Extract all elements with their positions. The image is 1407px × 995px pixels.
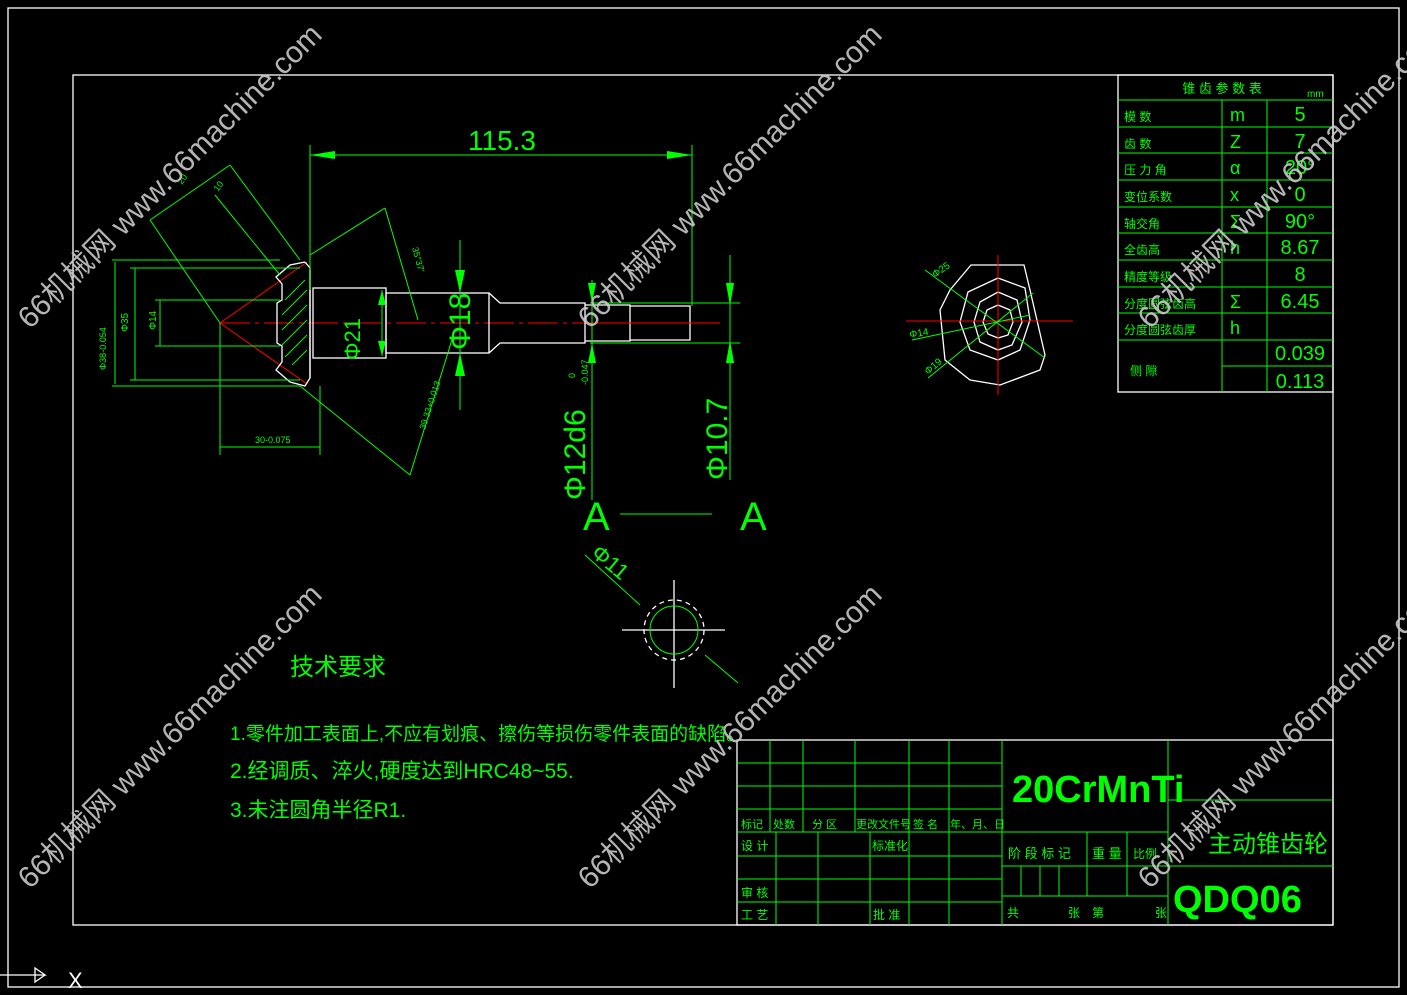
param-value: 8 — [1294, 264, 1305, 286]
dim-20: 20 — [175, 172, 189, 186]
param-name: 轴交角 — [1124, 216, 1160, 231]
dim-d10-7: Φ10.7 — [701, 398, 734, 480]
gear-main-view: 115.3 Φ18 Φ21 Φ12d6 -0.047 0 Φ10.7 A A Φ… — [98, 125, 767, 539]
drawing-number: QDQ06 — [1173, 879, 1302, 921]
note-item: 3.未注圆角半径R1. — [230, 799, 406, 822]
param-name: 压 力 角 — [1124, 163, 1167, 177]
param-name: 模 数 — [1124, 109, 1151, 124]
label-sheet-no: 第 — [1092, 906, 1104, 920]
backlash-max: 0.113 — [1276, 371, 1325, 393]
label-design: 设 计 — [741, 839, 768, 853]
dim-angle: 35°37' — [410, 246, 426, 273]
end-dim-d19: Φ19 — [923, 356, 945, 377]
note-item: 1.零件加工表面上,不应有划痕、擦伤等损伤零件表面的缺陷。 — [230, 723, 745, 745]
viewport-border — [7, 7, 1400, 988]
section-a-a: Φ11 — [584, 540, 739, 688]
technical-requirements: 技术要求 1.零件加工表面上,不应有划痕、擦伤等损伤零件表面的缺陷。 2.经调质… — [230, 654, 745, 822]
param-value: 6.45 — [1281, 291, 1320, 313]
section-label-left: A — [583, 495, 610, 539]
drawing-frame — [72, 74, 1334, 926]
dim-d21: Φ21 — [340, 318, 365, 360]
param-value: 20° — [1285, 157, 1315, 179]
label-scale: 比例 — [1133, 847, 1157, 861]
label-stage-mark: 阶 段 标 记 — [1008, 846, 1071, 861]
dim-d38: Φ38-0.054 — [98, 327, 108, 370]
label-process: 工 艺 — [741, 908, 768, 922]
end-dim-d14: Φ14 — [909, 327, 930, 341]
param-value: 8.67 — [1281, 237, 1320, 259]
backlash-min: 0.039 — [1275, 343, 1325, 365]
param-symbol: Z — [1230, 132, 1241, 152]
label-total: 共 — [1007, 906, 1019, 920]
dim-len39: 39.33+0.013 — [417, 380, 442, 431]
param-value: 5 — [1294, 104, 1305, 126]
svg-text:X: X — [68, 968, 83, 993]
note-item: 2.经调质、淬火,硬度达到HRC48~55. — [230, 760, 574, 783]
label-sheet-word: 张 — [1155, 906, 1167, 920]
param-symbol: h — [1230, 318, 1240, 338]
param-symbol: Σ — [1230, 212, 1241, 232]
label-sheets: 张 — [1068, 906, 1080, 920]
param-symbol: x — [1230, 185, 1239, 205]
param-table-unit: mm — [1307, 89, 1324, 100]
param-name: 分度圆弦齿高 — [1124, 296, 1196, 311]
param-name: 全齿高 — [1124, 242, 1160, 257]
material: 20CrMnTi — [1012, 769, 1184, 811]
section-label-right: A — [740, 495, 767, 539]
dim-d35: Φ35 — [120, 312, 131, 332]
watermark: 66机械网 www.66machine.com — [12, 18, 329, 335]
dim-10: 10 — [211, 179, 225, 193]
dim-d14: Φ14 — [148, 310, 159, 330]
notes-title: 技术要求 — [290, 654, 386, 681]
gear-end-view: Φ25 Φ14 Φ19 — [906, 255, 1073, 395]
dim-d12d6: Φ12d6 — [559, 409, 592, 500]
param-name: 齿 数 — [1124, 136, 1151, 151]
header-change-doc: 更改文件号 — [856, 817, 911, 831]
dim-total-length: 115.3 — [468, 125, 536, 156]
label-approve: 批 准 — [873, 907, 900, 922]
backlash-label: 侧 隙 — [1130, 364, 1157, 378]
label-weight: 重 量 — [1092, 846, 1122, 861]
dim-d18: Φ18 — [444, 293, 477, 350]
end-dim-d25: Φ25 — [930, 260, 952, 280]
param-name: 变位系数 — [1124, 189, 1172, 204]
header-count: 处数 — [773, 818, 795, 831]
label-review: 审 核 — [741, 885, 768, 900]
ucs-icon: X — [0, 966, 83, 993]
label-standardize: 标准化 — [872, 839, 908, 853]
part-name: 主动锥齿轮 — [1208, 831, 1328, 858]
header-date: 年、月、日 — [950, 817, 1005, 831]
param-symbol: Σ — [1230, 292, 1241, 312]
dim-len30: 30-0.075 — [255, 435, 291, 445]
param-name: 精度等级 — [1124, 269, 1172, 284]
param-symbol: m — [1230, 105, 1245, 125]
param-name: 分度圆弦齿厚 — [1124, 322, 1196, 337]
param-value: 90° — [1285, 211, 1315, 233]
header-mark: 标记 — [741, 817, 763, 831]
dim-d12-tol: -0.047 — [580, 359, 590, 385]
header-zone: 分 区 — [812, 818, 837, 831]
title-block: 标记 处数 分 区 更改文件号 签 名 年、月、日 设 计 标准化 审 核 工 … — [736, 739, 1334, 926]
header-signature: 签 名 — [913, 817, 938, 831]
param-symbol: h — [1230, 238, 1240, 258]
gear-parameter-table: 锥 齿 参 数 表 mm 模 数 m 5 齿 数 Z 7 压 力 角 α 20° 变位系数 x 0 轴交… — [1117, 74, 1334, 393]
param-table-title: 锥 齿 参 数 表 — [1182, 81, 1261, 96]
dim-d12-tol-up: 0 — [567, 373, 577, 378]
param-symbol: α — [1230, 158, 1240, 178]
param-value: 0 — [1294, 184, 1305, 206]
dim-d11: Φ11 — [587, 540, 634, 585]
param-value: 7 — [1294, 131, 1305, 153]
